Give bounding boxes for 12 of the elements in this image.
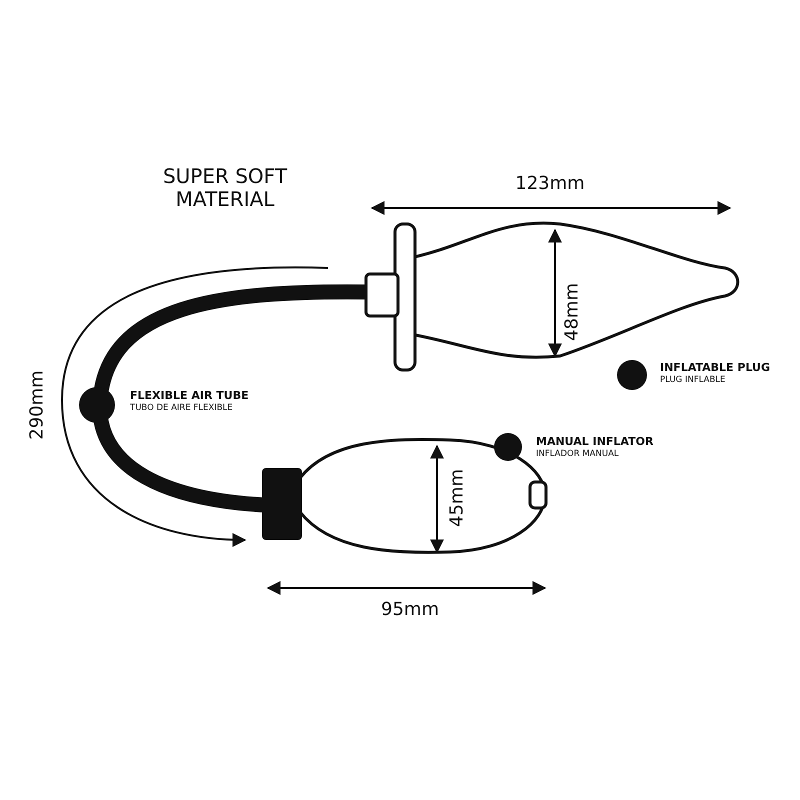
feature-note: SUPER SOFT MATERIAL <box>162 165 288 211</box>
dimension-label: 45mm <box>448 469 468 527</box>
part-label: PLUG INFLABLE <box>660 376 726 386</box>
part-label: FLEXIBLE AIR TUBE <box>130 390 249 403</box>
dimension-label: 123mm <box>514 174 586 195</box>
part-label: TUBO DE AIRE FLEXIBLE <box>130 404 233 414</box>
part-label: INFLADOR MANUAL <box>536 450 619 460</box>
part-label: INFLATABLE PLUG <box>660 362 770 375</box>
dimension-label: 290mm <box>28 370 48 440</box>
dimension-label: 95mm <box>380 600 440 621</box>
dimension-label: 48mm <box>562 283 584 341</box>
part-label: MANUAL INFLATOR <box>536 436 654 449</box>
